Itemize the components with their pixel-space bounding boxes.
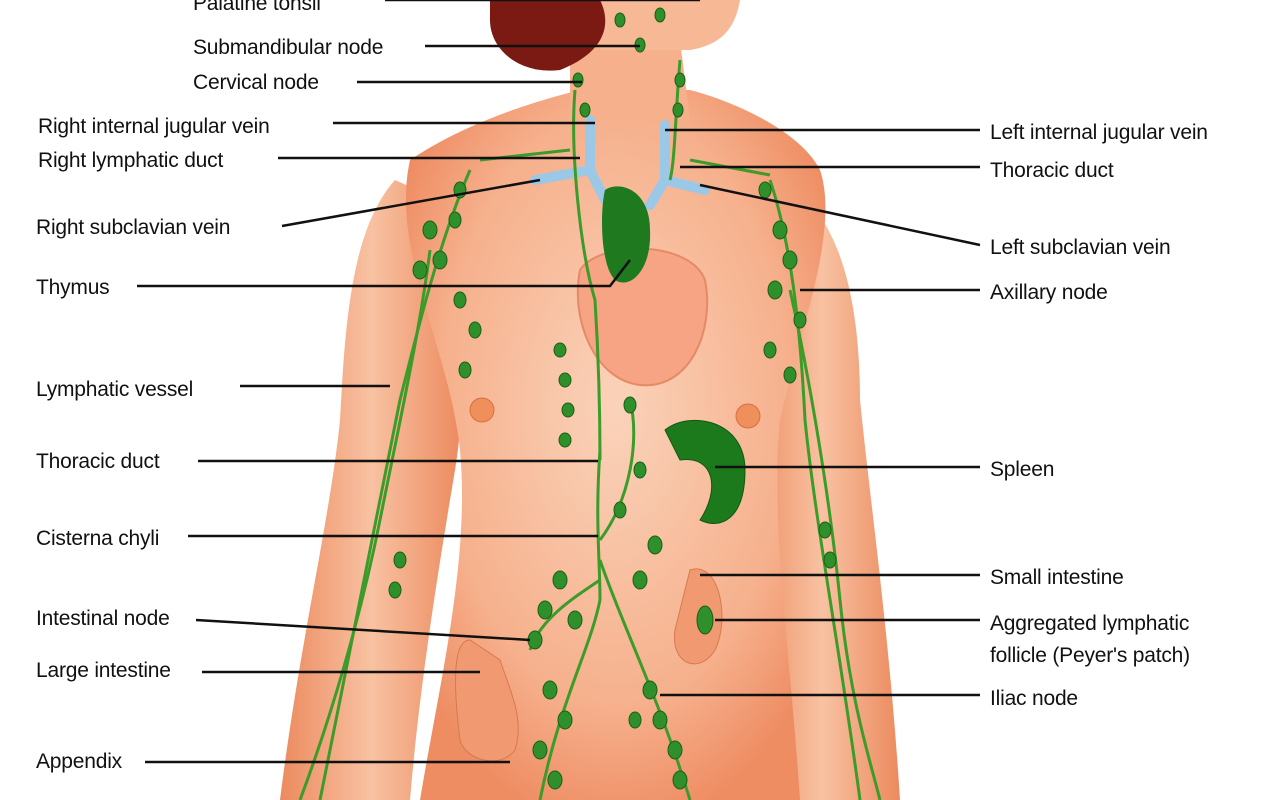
spleen (664, 419, 746, 524)
label-right-lymphatic-duct: Right lymphatic duct (38, 149, 224, 172)
label-palatine-tonsil: Palatine tonsil (193, 0, 321, 15)
label-cisterna-chyli: Cisterna chyli (36, 527, 160, 550)
label-aggregated-follicle-line1: Aggregated lymphatic (990, 612, 1190, 635)
hair (490, 0, 606, 71)
label-large-intestine: Large intestine (36, 659, 171, 682)
label-lymphatic-vessel: Lymphatic vessel (36, 378, 194, 401)
right-breast-nipple (469, 397, 495, 423)
label-thoracic-duct-right: Thoracic duct (990, 159, 1114, 182)
left-breast-nipple (735, 403, 761, 429)
label-thoracic-duct-left: Thoracic duct (36, 450, 160, 473)
thymus (602, 186, 651, 283)
large-intestine (455, 639, 519, 762)
label-aggregated-follicle-line2: follicle (Peyer's patch) (990, 644, 1190, 667)
label-left-subclavian-vein: Left subclavian vein (990, 236, 1171, 259)
label-spleen: Spleen (990, 458, 1055, 481)
label-small-intestine: Small intestine (990, 566, 1124, 589)
label-left-internal-jugular-vein: Left internal jugular vein (990, 121, 1208, 144)
neck (570, 40, 690, 120)
label-intestinal-node: Intestinal node (36, 607, 170, 630)
veins (530, 115, 710, 210)
label-right-internal-jugular-vein: Right internal jugular vein (38, 115, 270, 138)
lymph-nodes (388, 7, 837, 790)
label-submandibular-node: Submandibular node (193, 36, 384, 59)
label-cervical-node: Cervical node (193, 71, 319, 94)
label-thymus: Thymus (36, 276, 110, 299)
label-axillary-node: Axillary node (990, 281, 1108, 304)
label-iliac-node: Iliac node (990, 687, 1078, 710)
label-right-subclavian-vein: Right subclavian vein (36, 216, 231, 239)
head (590, 0, 740, 50)
label-appendix: Appendix (36, 750, 122, 773)
leader-lines (137, 0, 981, 764)
